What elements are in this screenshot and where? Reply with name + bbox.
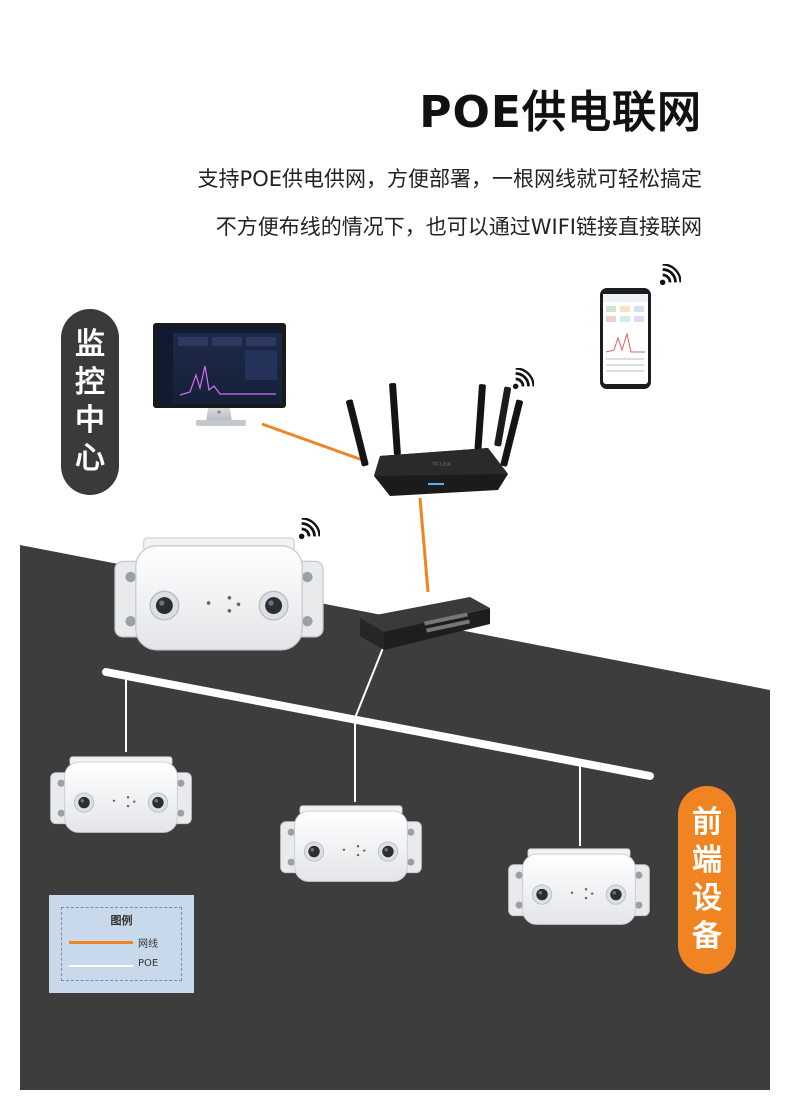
description-line-1: 支持POE供电供网，方便部署，一根网线就可轻松搞定 (197, 167, 702, 191)
label-char: 设 (692, 881, 722, 916)
wifi-icon (659, 264, 681, 286)
label-char: 备 (692, 919, 722, 954)
label-char: 前 (692, 805, 722, 840)
network-cable-monitor-router (261, 422, 369, 464)
legend-label-network-cable: 网线 (138, 939, 158, 950)
svg-text:TP-LINK: TP-LINK (431, 462, 452, 468)
camera-icon (508, 848, 650, 925)
poe-bus (102, 668, 654, 780)
camera-icon (114, 537, 324, 651)
wifi-icon (512, 368, 534, 390)
label-char: 监 (75, 327, 105, 362)
page-title: POE供电联网 (419, 87, 702, 138)
legend-frame: 图例 网线 POE (61, 907, 182, 981)
network-cable-router-switch (418, 497, 430, 593)
switch-icon (360, 597, 490, 650)
label-char: 心 (75, 441, 105, 476)
legend-swatch-poe (69, 965, 133, 967)
description-line-2: 不方便布线的情况下，也可以通过WIFI链接直接联网 (215, 215, 702, 239)
router-icon: TP-LINK (346, 383, 523, 496)
label-char: 控 (75, 365, 105, 400)
front-device-label: 前 端 设 备 (678, 786, 736, 974)
label-char: 端 (692, 843, 722, 878)
label-char: 中 (75, 403, 105, 438)
wifi-icon (298, 518, 320, 540)
smartphone-icon (600, 288, 651, 389)
legend-label-poe: POE (138, 958, 159, 969)
monitor-icon (153, 323, 286, 426)
monitor-center-label: 监 控 中 心 (61, 309, 119, 495)
camera-icon (50, 756, 192, 833)
legend: 图例 网线 POE (49, 895, 194, 993)
legend-swatch-network-cable (69, 941, 133, 944)
camera-icon (280, 805, 422, 882)
poe-line-switch-bus (354, 647, 384, 719)
legend-title: 图例 (110, 914, 133, 927)
